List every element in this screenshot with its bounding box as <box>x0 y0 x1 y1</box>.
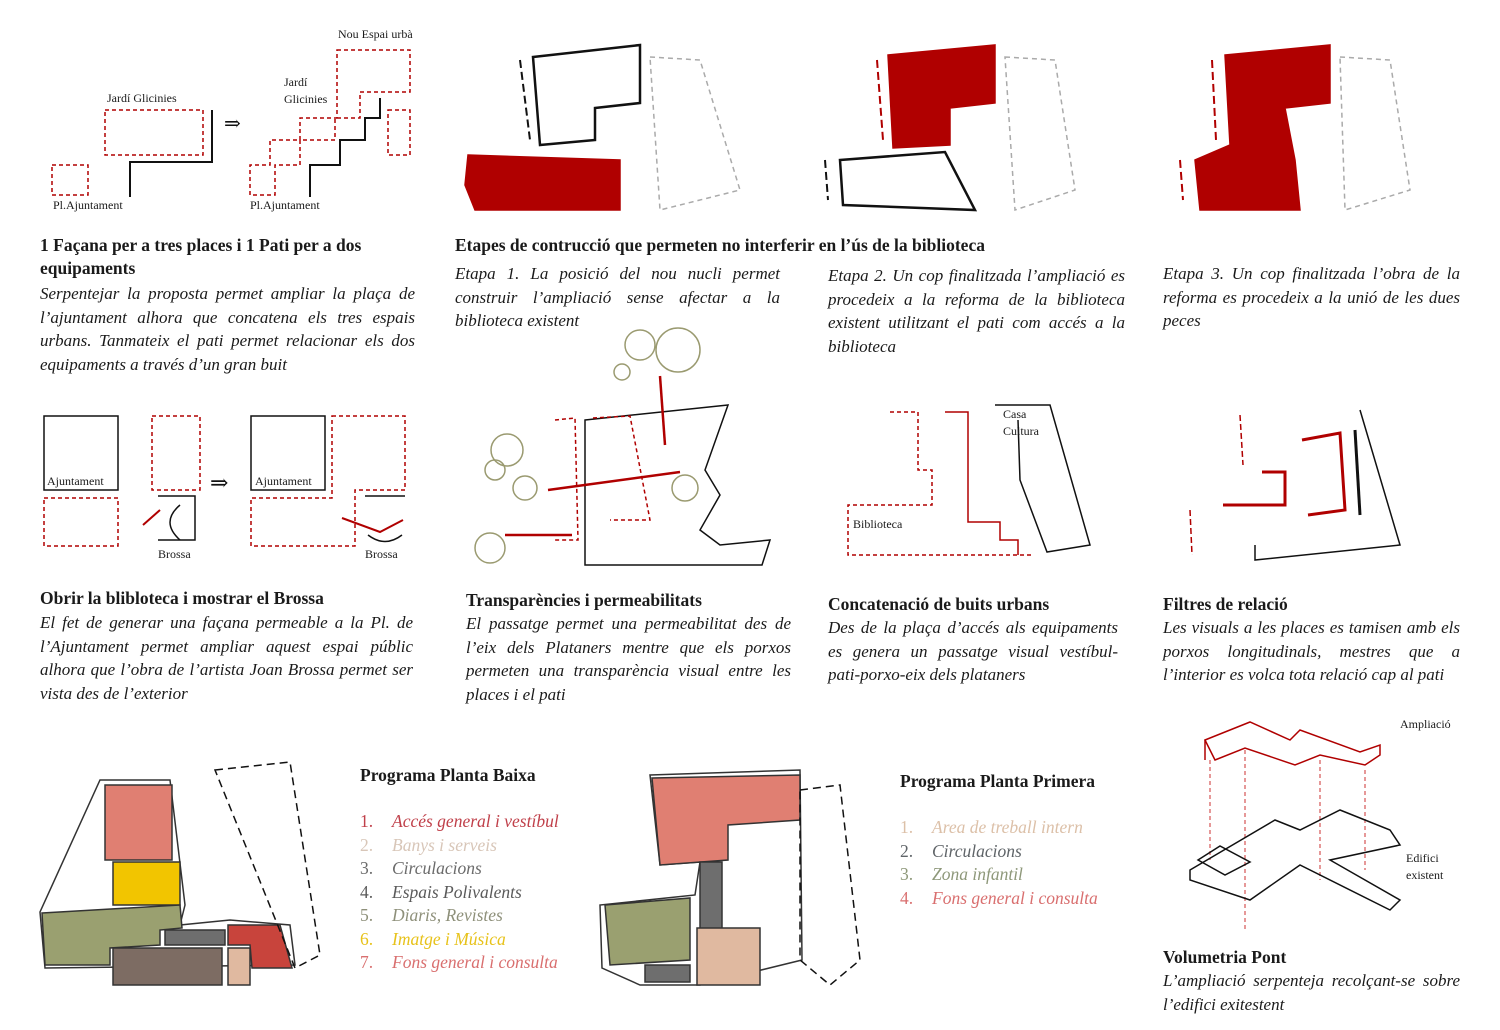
legend-item: 3. Circulacions <box>360 857 559 881</box>
planta-baixa-title: Programa Planta Baixa <box>360 765 536 785</box>
volumetria-title: Volumetria Pont <box>1163 947 1287 967</box>
legend-label: Circulacions <box>932 840 1022 861</box>
svg-text:Ampliació: Ampliació <box>1400 717 1451 731</box>
etapes-title: Etapes de contrucció que permeten no int… <box>455 235 985 255</box>
svg-text:Ajuntament: Ajuntament <box>47 474 104 488</box>
legend-item: 1. Area de treball intern <box>900 816 1098 840</box>
svg-text:Brossa: Brossa <box>158 547 191 561</box>
legend-number: 2. <box>360 834 374 855</box>
plan-planta-primera <box>599 769 861 986</box>
diagram-concatenacio: Casa Cultura Biblioteca <box>847 404 1091 556</box>
svg-text:Casa: Casa <box>1003 407 1027 421</box>
legend-label: Circulacions <box>392 858 482 878</box>
facana-body: Serpentejar la proposta permet ampliar l… <box>40 284 415 374</box>
volumetria-body: L’ampliació serpenteja recolçant-se sobr… <box>1163 971 1460 1014</box>
diagram-volumetria: Ampliació Edifici existent <box>1189 717 1451 930</box>
legend-item: 4. Fons general i consulta <box>900 887 1098 911</box>
svg-text:Glicinies: Glicinies <box>284 92 328 106</box>
transparencies-body: El passatge permet una permeabilitat des… <box>466 614 791 704</box>
legend-item: 1. Accés general i vestíbul <box>360 810 559 834</box>
legend-item: 3. Zona infantil <box>900 863 1098 887</box>
legend-item: 4. Espais Polivalents <box>360 881 559 905</box>
diagram-facana-before: Jardí Glicinies Pl.Ajuntament ⇒ <box>51 91 241 212</box>
etapa-3-text: Etapa 3. Un cop finalitzada l’obra de la… <box>1163 264 1460 330</box>
legend-item: 6. Imatge i Música <box>360 928 559 952</box>
diagram-etapa-2 <box>824 44 1076 212</box>
planta-primera-title: Programa Planta Primera <box>900 771 1096 791</box>
filtres-body: Les visuals a les places es tamisen amb … <box>1163 618 1460 684</box>
legend-number: 3. <box>360 858 374 878</box>
legend-label: Fons general i consulta <box>932 887 1098 908</box>
legend-label: Imatge i Música <box>392 928 506 949</box>
diagram-facana-after: Nou Espai urbà Jardí Glicinies Pl.Ajunta… <box>249 27 413 212</box>
legend-number: 1. <box>360 811 374 831</box>
legend-number: 2. <box>900 840 914 861</box>
legend-number: 6. <box>360 928 374 949</box>
legend-number: 3. <box>900 864 914 884</box>
legend-label: Accés general i vestíbul <box>392 811 559 831</box>
legend-item: 5. Diaris, Revistes <box>360 904 559 928</box>
svg-text:Jardí: Jardí <box>284 75 308 89</box>
legend-item: 2. Banys i serveis <box>360 834 559 858</box>
diagram-etapa-3 <box>1179 44 1411 212</box>
legend-number: 7. <box>360 952 374 972</box>
diagram-filtres <box>1189 409 1401 561</box>
legend-label: Banys i serveis <box>392 834 497 855</box>
transparencies-title: Transparències i permeabilitats <box>466 590 702 610</box>
obrir-body: El fet de generar una façana permeable a… <box>40 613 413 703</box>
diagram-obrir: Ajuntament Brossa ⇒ Ajuntament Brossa <box>43 415 406 561</box>
legend-item: 2. Circulacions <box>900 840 1098 864</box>
concatenacio-body: Des de la plaça d’accés als equipaments … <box>828 618 1118 684</box>
legend-number: 1. <box>900 817 914 837</box>
concatenacio-title: Concatenació de buits urbans <box>828 594 1050 614</box>
svg-text:Pl.Ajuntament: Pl.Ajuntament <box>53 198 123 212</box>
legend-label: Zona infantil <box>932 864 1023 884</box>
svg-text:Cultura: Cultura <box>1003 424 1040 438</box>
svg-text:Edifici: Edifici <box>1406 851 1439 865</box>
legend-label: Fons general i consulta <box>392 952 558 972</box>
legend-label: Area de treball intern <box>932 817 1083 837</box>
arrow-icon: ⇒ <box>224 113 241 135</box>
etapa-2-text: Etapa 2. Un cop finalitzada l’ampliació … <box>828 266 1125 356</box>
svg-text:⇒: ⇒ <box>210 470 228 495</box>
legend-number: 4. <box>900 887 914 908</box>
plan-planta-baixa <box>39 761 321 986</box>
svg-text:Brossa: Brossa <box>365 547 398 561</box>
filtres-title: Filtres de relació <box>1163 594 1288 614</box>
etapa-1-text: Etapa 1. La posició del nou nucli permet… <box>455 264 780 330</box>
svg-text:Biblioteca: Biblioteca <box>853 517 903 531</box>
legend-number: 4. <box>360 881 374 902</box>
legend-label: Diaris, Revistes <box>392 905 503 925</box>
legend-item: 7. Fons general i consulta <box>360 951 559 975</box>
svg-text:Jardí Glicinies: Jardí Glicinies <box>107 91 177 105</box>
obrir-title: Obrir la blibloteca i mostrar el Brossa <box>40 588 324 608</box>
legend-number: 5. <box>360 905 374 925</box>
svg-text:existent: existent <box>1406 868 1444 882</box>
facana-title: 1 Façana per a tres places i 1 Pati per … <box>40 235 362 278</box>
diagram-transparencies <box>474 327 772 566</box>
diagram-etapa-1 <box>464 43 741 211</box>
svg-text:Nou Espai urbà: Nou Espai urbà <box>338 27 413 41</box>
legend-label: Espais Polivalents <box>392 881 522 902</box>
svg-text:Ajuntament: Ajuntament <box>255 474 312 488</box>
planta-baixa-legend: 1. Accés general i vestíbul 2. Banys i serv… <box>360 810 559 975</box>
svg-text:Pl.Ajuntament: Pl.Ajuntament <box>250 198 320 212</box>
